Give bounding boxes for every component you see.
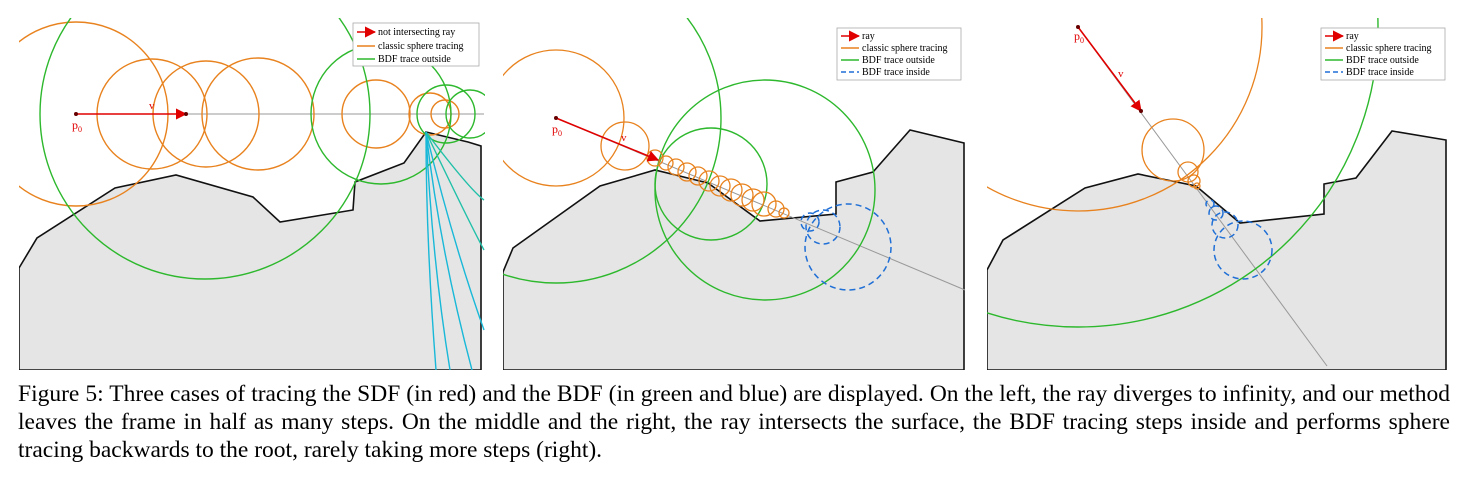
ray-end-point-left [184,112,188,116]
surface-left [19,131,482,370]
legend-left-item-1: classic sphere tracing [378,41,464,52]
ray-end-point-right [1139,109,1143,113]
legend-middle: ray classic sphere tracing BDF trace out… [836,27,962,81]
panel-middle: p0 v [503,18,966,370]
v-label-right: v [1118,68,1124,80]
p0-point-left [74,112,78,116]
legend-middle-item-0: ray [862,31,875,42]
ray-arrow-right [1077,26,1142,112]
legend-middle-item-3: BDF trace inside [862,67,930,78]
legend-middle-item-1: classic sphere tracing [862,43,948,54]
sphere-tracing-circles-middle [503,49,790,219]
legend-right-item-1: classic sphere tracing [1346,43,1432,54]
legend-left-item-2: BDF trace outside [378,54,451,65]
p0-point-middle [554,116,558,120]
surface-right [987,130,1447,370]
legend-right-item-3: BDF trace inside [1346,67,1414,78]
v-label-middle: v [621,132,627,144]
legend-left-item-0: not intersecting ray [378,27,455,38]
panel-left: p0 v [19,18,485,370]
legend-left: not intersecting ray classic sphere trac… [352,22,480,67]
legend-right-item-2: BDF trace outside [1346,55,1419,66]
p0-label-left: p0 [72,118,82,134]
ray-arrow-middle [555,117,660,162]
surface-middle [503,129,965,370]
p0-label-middle: p0 [552,122,562,138]
legend-right-item-0: ray [1346,31,1359,42]
cyan-arcs-left [425,131,485,370]
legend-middle-item-2: BDF trace outside [862,55,935,66]
legend-right: ray classic sphere tracing BDF trace out… [1320,27,1446,81]
bdf-inside-circles-middle [800,203,892,291]
p0-label-right: p0 [1074,29,1084,45]
v-label-left: v [149,100,155,112]
bdf-outside-circles-middle [503,18,876,301]
figure-caption: Figure 5: Three cases of tracing the SDF… [18,381,1450,463]
sphere-tracing-circles-right [987,18,1263,212]
bdf-inside-circles-right [1205,199,1273,280]
panel-right: p0 v [987,18,1447,370]
bdf-outside-circles-right [987,18,1379,328]
figure-diagram: p0 v not intersecting ray classic sphere… [19,18,1447,370]
p0-point-right [1076,25,1080,29]
